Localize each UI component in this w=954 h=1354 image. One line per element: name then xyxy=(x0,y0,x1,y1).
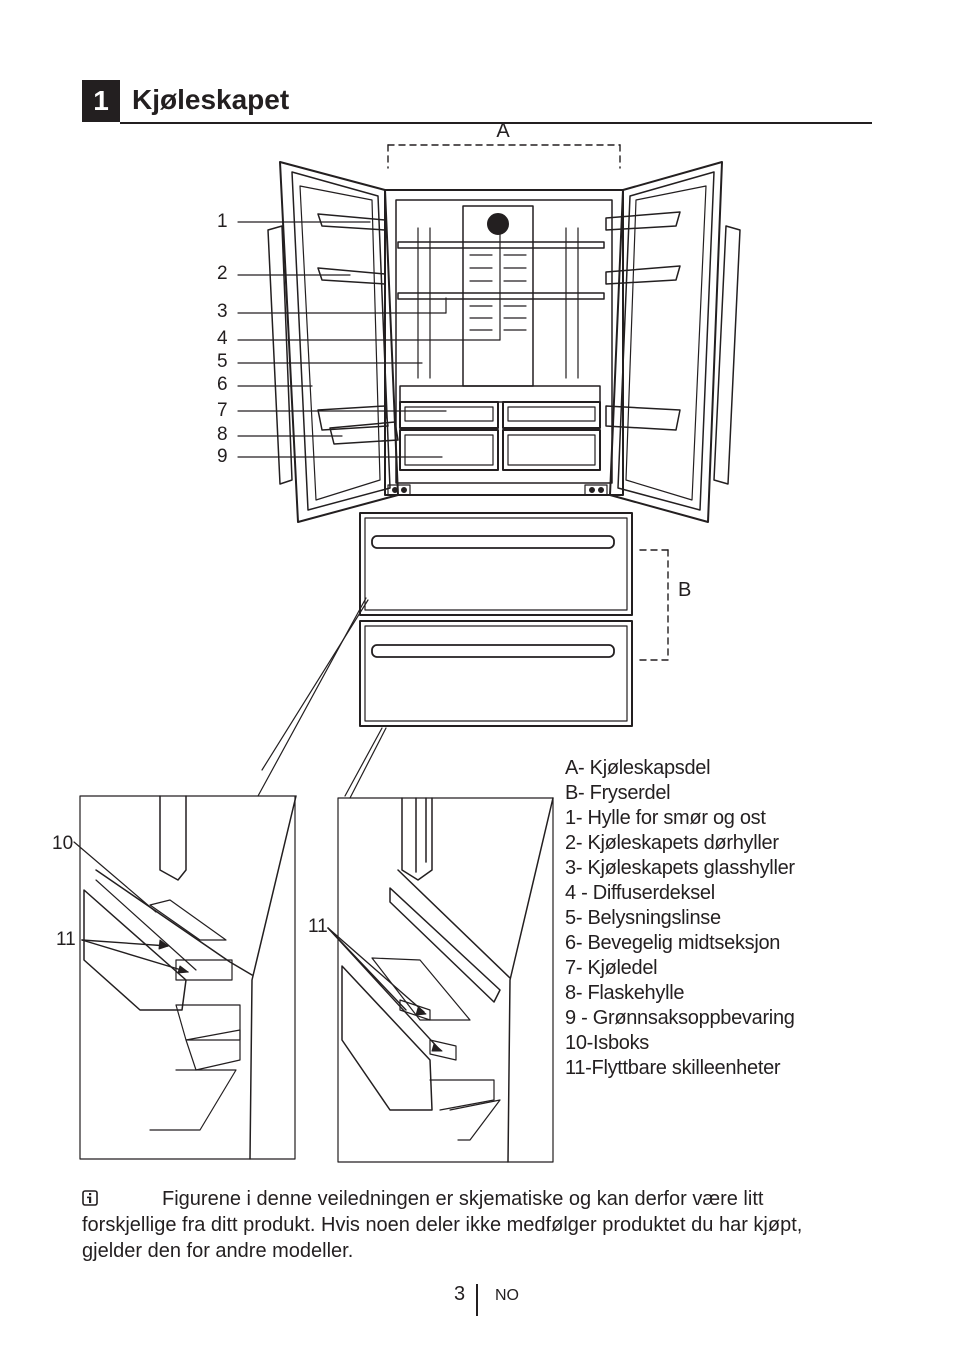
legend-item: 11-Flyttbare skilleenheter xyxy=(565,1057,781,1079)
legend-item: 8- Flaskehylle xyxy=(565,982,685,1004)
label-b: B xyxy=(678,579,691,601)
legend-item: B- Fryserdel xyxy=(565,782,671,804)
right-door xyxy=(605,161,741,523)
section-title: Kjøleskapet xyxy=(132,84,290,115)
legend-item: 3- Kjøleskapets glasshyller xyxy=(565,857,795,879)
legend: A- Kjøleskapsdel B- Fryserdel 1- Hylle f… xyxy=(565,756,865,1081)
header-rule xyxy=(120,122,872,124)
callout-3: 3 xyxy=(217,301,228,322)
legend-item: 7- Kjøledel xyxy=(565,957,658,979)
legend-item: 10-Isboks xyxy=(565,1032,650,1054)
left-door xyxy=(267,161,399,523)
dimension-b xyxy=(639,549,669,661)
callout-7: 7 xyxy=(217,400,228,421)
callout-6: 6 xyxy=(217,374,228,395)
info-icon xyxy=(82,1190,98,1206)
legend-item: A- Kjøleskapsdel xyxy=(565,757,711,779)
callout-9: 9 xyxy=(217,446,228,467)
legend-item: 4 - Diffuserdeksel xyxy=(565,882,715,904)
detail-left-ice-box xyxy=(73,795,297,1160)
callout-1: 1 xyxy=(217,211,228,232)
detail-connectors xyxy=(257,597,387,799)
callout-8: 8 xyxy=(217,424,228,445)
legend-item: 9 - Grønnsaksoppbevaring xyxy=(565,1007,795,1029)
callout-11-left: 11 xyxy=(56,929,76,950)
section-number: 1 xyxy=(82,80,120,122)
fridge-cabinet xyxy=(384,189,624,496)
legend-item: 5- Belysningslinse xyxy=(565,907,721,929)
legend-item: 2- Kjøleskapets dørhyller xyxy=(565,832,779,854)
legend-item: 6- Bevegelig midtseksjon xyxy=(565,932,781,954)
footer-divider xyxy=(476,1284,478,1316)
section-header: 1 Kjøleskapet xyxy=(82,80,872,124)
info-note: Figurene i denne veiledningen er skjemat… xyxy=(82,1186,842,1264)
callout-2: 2 xyxy=(217,263,228,284)
callout-4: 4 xyxy=(217,328,228,349)
callout-11-right: 11 xyxy=(308,916,328,937)
callout-10: 10 xyxy=(52,833,74,854)
callout-5: 5 xyxy=(217,351,228,372)
note-text: Figurene i denne veiledningen er skjemat… xyxy=(82,1188,803,1262)
callout-leaders xyxy=(237,221,501,458)
page-number: 3 xyxy=(454,1283,466,1305)
legend-item: 1- Hylle for smør og ost xyxy=(565,807,766,829)
dimension-a xyxy=(387,144,621,169)
freezer-drawers xyxy=(359,512,633,727)
page-footer: 3 NO xyxy=(440,1280,560,1320)
detail-right-freezer-drawer xyxy=(327,797,554,1163)
label-a: A xyxy=(496,120,510,142)
language-code: NO xyxy=(495,1287,519,1304)
